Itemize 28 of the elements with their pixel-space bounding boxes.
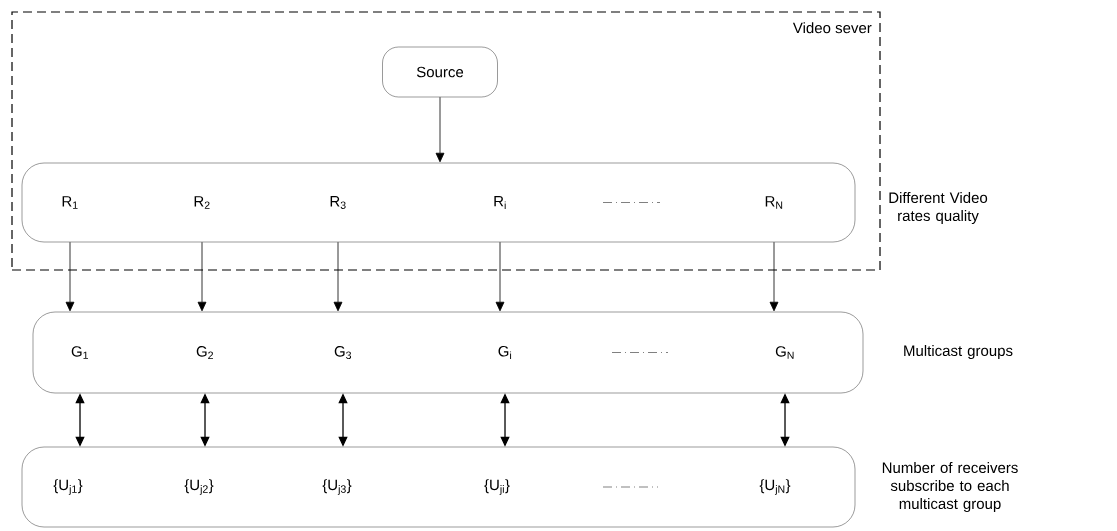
rounded-band [32, 311, 864, 394]
band-text: G$_{2}$ [196, 346, 213, 359]
band-text: G$_{N}$ [775, 346, 794, 359]
rounded-band [21, 446, 856, 528]
rounded-box: Source [382, 46, 498, 98]
arrow [495, 241, 505, 312]
band-text: R$_{i}$ [494, 196, 506, 209]
band-text: R$_{1}$ [62, 196, 78, 209]
arrow [333, 241, 343, 312]
arrow [65, 241, 75, 312]
band-text: G$_{1}$ [71, 346, 88, 359]
band-text: R$_{3}$ [330, 196, 346, 209]
rounded-band [21, 162, 856, 243]
band-text: {U$_{j1}$} [53, 479, 83, 495]
arrow [197, 241, 207, 312]
band-text: G$_{i}$ [498, 345, 512, 360]
side-label: Different Video rates quality [889, 192, 988, 224]
band-text: {U$_{j3}$} [322, 479, 352, 495]
side-label: Number of receivers subscribe to each multicast group [882, 462, 1018, 512]
side-label: Multicast groups [904, 345, 1013, 359]
band-text: R$_{N}$ [765, 196, 783, 209]
arrow [435, 96, 445, 163]
band-text: {U$_{j2}$} [184, 479, 214, 495]
band-text: R$_{2}$ [194, 196, 210, 209]
band-text: {U$_{ji}$} [484, 479, 510, 495]
band-text: {U$_{jN}$} [759, 479, 791, 495]
arrow [769, 241, 779, 312]
band-text: G$_{3}$ [334, 346, 352, 359]
